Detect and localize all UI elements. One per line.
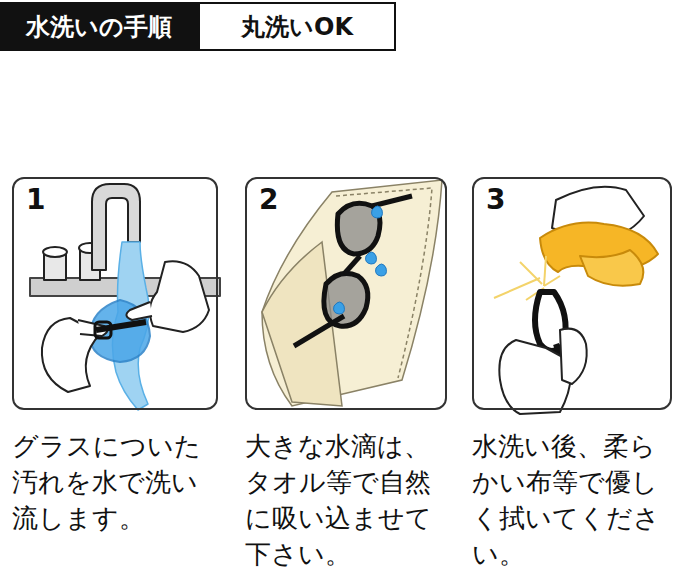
step-caption: 大きな水滴は、タオル等で自然に吸い込ませて下さい。 bbox=[245, 428, 441, 572]
towel-illustration bbox=[262, 180, 442, 406]
heading-text: 水洗いの手順 bbox=[26, 11, 172, 43]
tag-label: 丸洗いOK bbox=[198, 2, 396, 51]
washing-illustration bbox=[30, 184, 220, 410]
step-number: 1 bbox=[24, 183, 47, 217]
heading-label: 水洗いの手順 bbox=[0, 2, 198, 51]
step-number: 3 bbox=[484, 183, 507, 217]
step-panel: 3水洗い後、柔らかい布等で優しく拭いてください。 bbox=[472, 177, 672, 410]
step-panel: 2大きな水滴は、タオル等で自然に吸い込ませて下さい。 bbox=[245, 177, 447, 410]
step-number: 2 bbox=[257, 183, 280, 217]
step-panel: 1グラスについた汚れを水で洗い流します。 bbox=[12, 177, 218, 410]
tag-text: 丸洗いOK bbox=[241, 11, 353, 43]
wiping-illustration bbox=[494, 187, 658, 414]
step-caption: グラスについた汚れを水で洗い流します。 bbox=[12, 428, 208, 536]
step-caption: 水洗い後、柔らかい布等で優しく拭いてください。 bbox=[472, 428, 668, 572]
